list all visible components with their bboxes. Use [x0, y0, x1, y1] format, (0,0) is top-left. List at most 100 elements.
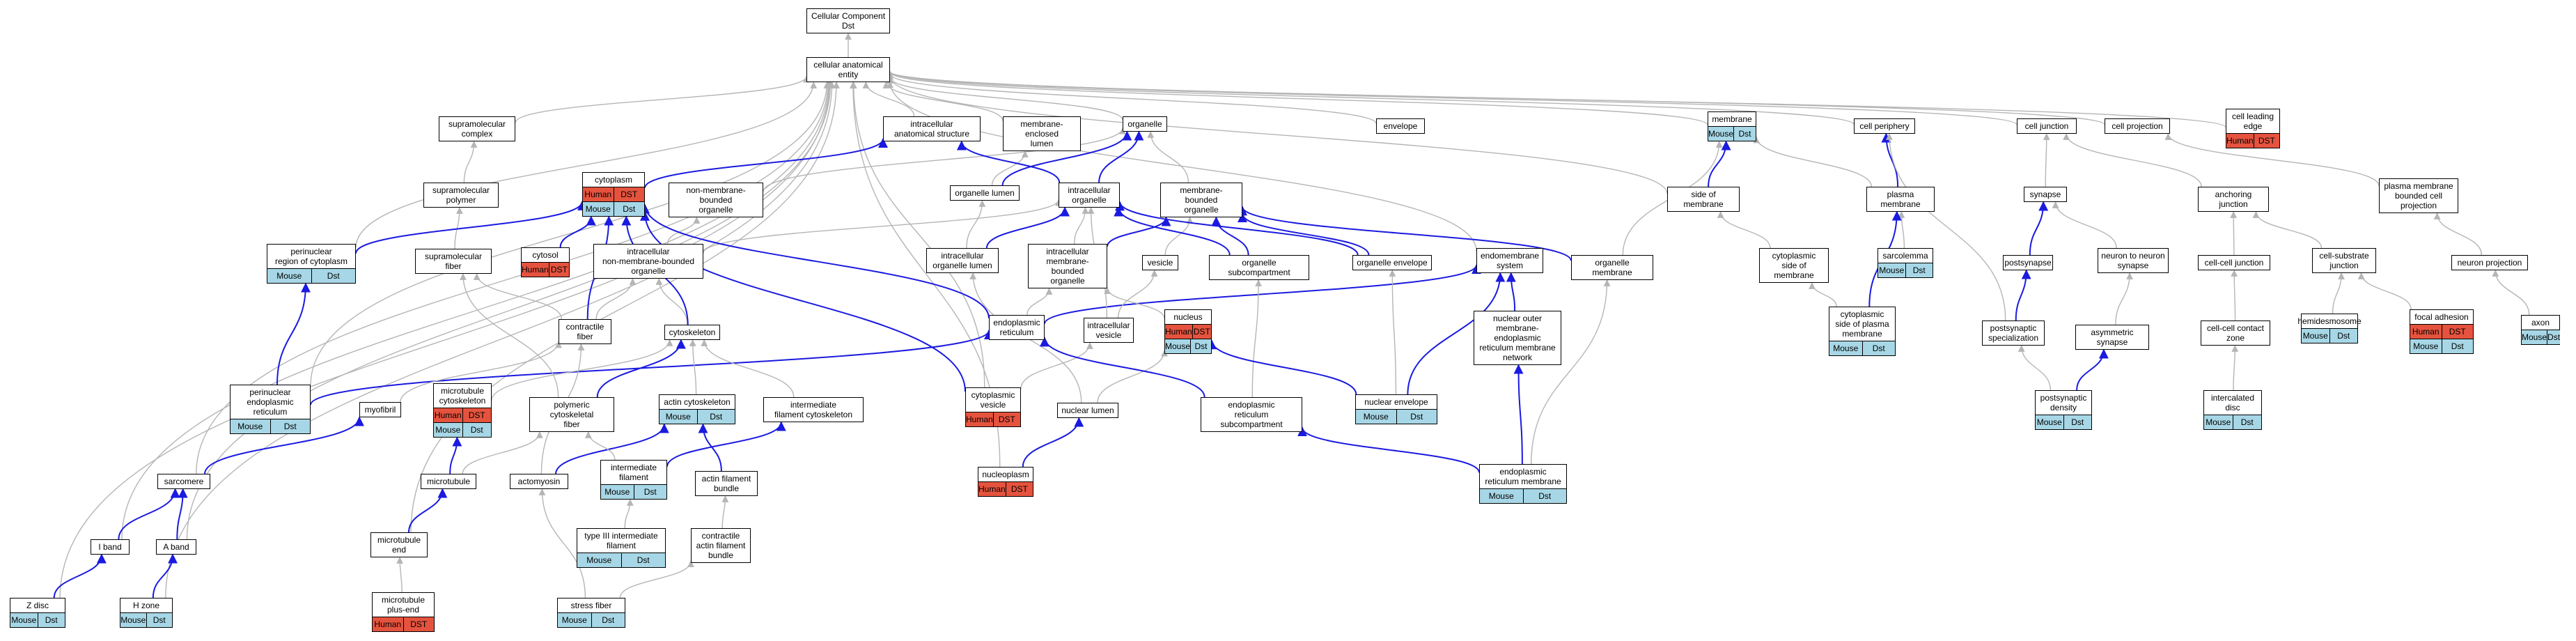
node-supramolecular-fiber[interactable]: supramolecular fiber: [415, 249, 492, 274]
node-endoplasmic-reticulum[interactable]: endoplasmic reticulum: [989, 315, 1045, 340]
node-label: endoplasmic reticulum subcompartment: [1220, 400, 1283, 429]
node-endoplasmic-reticulum-subcompartment[interactable]: endoplasmic reticulum subcompartment: [1201, 397, 1302, 432]
node-i-band[interactable]: I band: [91, 539, 130, 555]
node-organelle-envelope[interactable]: organelle envelope: [1352, 255, 1432, 270]
node-cellular-component-dst[interactable]: Cellular Component Dst: [806, 8, 890, 33]
node-microtubule-end[interactable]: microtubule end: [370, 532, 428, 557]
node-membrane-enclosed-lumen[interactable]: membrane-enclosed lumen: [1003, 116, 1081, 151]
node-intracellular-organelle[interactable]: intracellular organelle: [1059, 183, 1120, 208]
node-asymmetric-synapse[interactable]: asymmetric synapse: [2075, 325, 2149, 350]
node-actomyosin[interactable]: actomyosin: [510, 474, 568, 489]
node-intracellular-organelle-lumen[interactable]: intracellular organelle lumen: [926, 248, 999, 273]
node-membrane-bounded-organelle[interactable]: membrane-bounded organelle: [1160, 183, 1242, 217]
node-microtubule[interactable]: microtubule: [421, 474, 476, 489]
edge-part-of: [204, 416, 364, 474]
edge-is-a: [491, 339, 673, 401]
node-nuclear-outer-membrane-endoplasmic-reticulum-membrane-network[interactable]: nuclear outer membrane-endoplasmic retic…: [1474, 311, 1561, 365]
node-cellular-anatomical-entity[interactable]: cellular anatomical entity: [806, 57, 890, 82]
node-contractile-actin-filament-bundle[interactable]: contractile actin filament bundle: [691, 528, 751, 563]
node-supramolecular-complex[interactable]: supramolecular complex: [439, 116, 515, 141]
species-label: Human: [373, 617, 403, 631]
node-label: endoplasmic reticulum membrane: [1485, 467, 1561, 486]
node-cytoskeleton[interactable]: cytoskeleton: [664, 325, 720, 340]
node-cell-substrate-junction[interactable]: cell-substrate junction: [2312, 248, 2376, 273]
edge-is-a: [887, 70, 2226, 128]
edge-is-a: [460, 273, 559, 398]
node-supramolecular-polymer[interactable]: supramolecular polymer: [423, 183, 499, 208]
node-synapse[interactable]: synapse: [2024, 187, 2067, 202]
node-intracellular-membrane-bounded-organelle[interactable]: intracellular membrane-bounded organelle: [1028, 244, 1107, 288]
node-intracellular-anatomical-structure[interactable]: intracellular anatomical structure: [883, 116, 981, 141]
node-label: focal adhesion: [2414, 312, 2469, 322]
node-sarcomere[interactable]: sarcomere: [157, 474, 210, 489]
edge-is-a: [1886, 133, 2006, 321]
node-contractile-fiber[interactable]: contractile fiber: [559, 319, 611, 344]
node-nuclear-lumen[interactable]: nuclear lumen: [1057, 403, 1118, 418]
node-neuron-projection[interactable]: neuron projection: [2451, 255, 2528, 270]
gene-label: Dst: [591, 613, 625, 627]
node-non-membrane-bounded-organelle[interactable]: non-membrane-bounded organelle: [669, 183, 763, 217]
node-cytoplasmic-side-of-membrane[interactable]: cytoplasmic side of membrane: [1759, 248, 1829, 283]
gene-label: Dst: [311, 269, 355, 283]
node-organelle-lumen[interactable]: organelle lumen: [950, 185, 1020, 201]
node-cell-projection[interactable]: cell projection: [2105, 118, 2170, 134]
node-organelle[interactable]: organelle: [1123, 116, 1167, 132]
node-intracellular-non-membrane-bounded-organelle[interactable]: intracellular non-membrane-bounded organ…: [593, 244, 703, 279]
node-label: perinuclear region of cytoplasm: [274, 247, 348, 266]
node-a-band[interactable]: A band: [156, 539, 196, 555]
node-myofibril[interactable]: myofibril: [359, 402, 401, 417]
node-neuron-to-neuron-synapse[interactable]: neuron to neuron synapse: [2098, 248, 2169, 273]
node-postsynapse[interactable]: postsynapse: [2003, 255, 2053, 270]
node-organelle-membrane[interactable]: organelle membrane: [1571, 255, 1653, 280]
edge-part-of: [1098, 130, 1144, 183]
node-cell-cell-contact-zone[interactable]: cell-cell contact zone: [2201, 320, 2270, 346]
node-side-of-membrane[interactable]: side of membrane: [1667, 187, 1740, 212]
node-cell-periphery[interactable]: cell periphery: [1854, 118, 1915, 134]
node-intermediate-filament-cytoskeleton[interactable]: intermediate filament cytoskeleton: [763, 397, 864, 422]
node-plasma-membrane[interactable]: plasma membrane: [1866, 187, 1935, 212]
node-anchoring-junction[interactable]: anchoring junction: [2198, 187, 2269, 212]
node-label: actin filament bundle: [701, 474, 751, 493]
node-cell-junction[interactable]: cell junction: [2017, 118, 2077, 134]
node-postsynaptic-specialization[interactable]: postsynaptic specialization: [1982, 320, 2045, 346]
node-actin-filament-bundle[interactable]: actin filament bundle: [695, 471, 758, 496]
edge-is-a: [862, 82, 915, 117]
node-endomembrane-system[interactable]: endomembrane system: [1476, 248, 1543, 273]
node-label: intercalated disc: [2210, 393, 2255, 412]
edge-part-of: [1238, 213, 1370, 256]
node-polymeric-cytoskeletal-fiber[interactable]: polymeric cytoskeletal fiber: [529, 397, 614, 432]
node-vesicle[interactable]: vesicle: [1142, 255, 1178, 270]
node-plasma-membrane-bounded-cell-projection[interactable]: plasma membrane bounded cell projection: [2379, 178, 2458, 213]
node-cell-cell-junction[interactable]: cell-cell junction: [2198, 255, 2270, 270]
node-envelope[interactable]: envelope: [1376, 118, 1425, 134]
node-intracellular-vesicle[interactable]: intracellular vesicle: [1084, 318, 1134, 343]
node-organelle-subcompartment[interactable]: organelle subcompartment: [1209, 255, 1309, 280]
